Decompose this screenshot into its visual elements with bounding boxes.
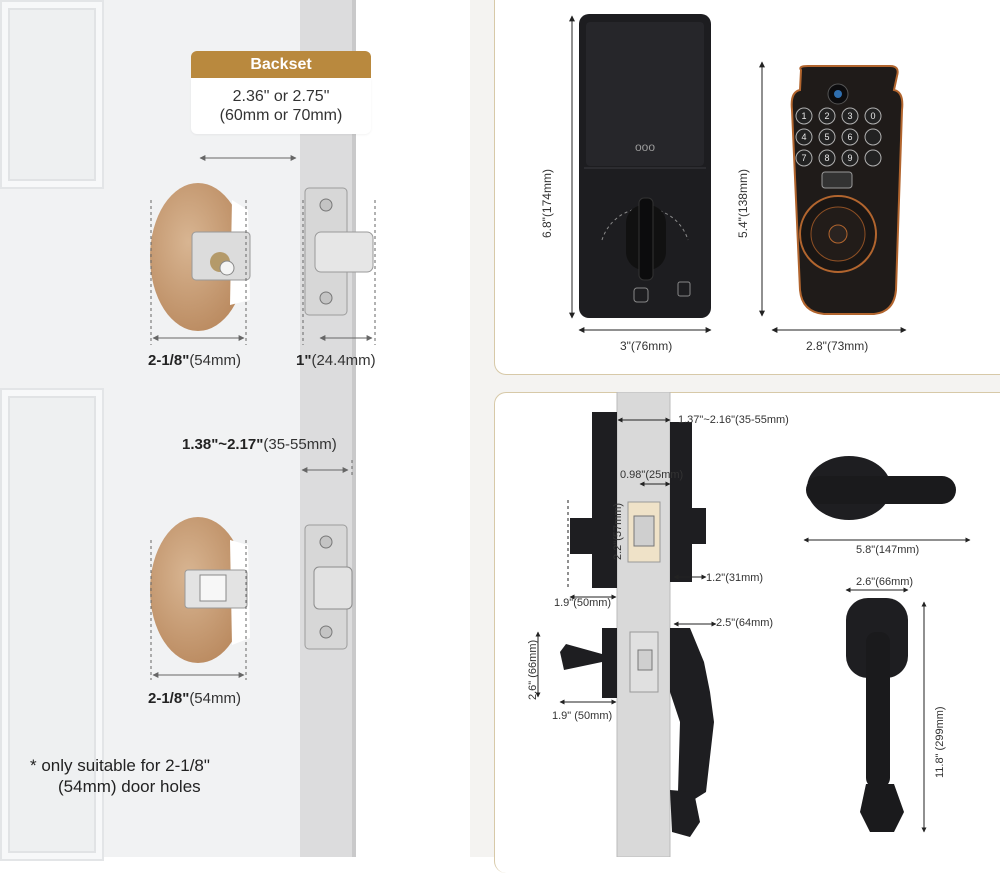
exterior-depth-label: 1.9"(50mm) <box>554 597 612 609</box>
keypad-labels: 1 2 3 4 5 6 7 8 9 0 <box>801 111 875 163</box>
lock-dimensions-card <box>494 0 1000 375</box>
svg-text:ooo: ooo <box>635 140 655 154</box>
exterior-width-label: 2.8"(73mm) <box>806 339 869 353</box>
door-edge <box>300 0 355 857</box>
handle-depth-outer-label: 1.9" (50mm) <box>552 710 613 722</box>
svg-text:2: 2 <box>824 111 829 121</box>
interior-height-label: 6.8"(174mm) <box>540 169 554 238</box>
handle-front-view <box>846 598 908 832</box>
interior-width-label: 3"(76mm) <box>620 339 673 353</box>
interior-depth-label: 1.2"(31mm) <box>706 572 764 584</box>
hole1-dimension: 2-1/8"(54mm) <box>148 352 241 369</box>
exterior-height-label: 5.4"(138mm) <box>736 169 750 238</box>
installation-views <box>535 392 971 857</box>
compatibility-note: * only suitable for 2-1/8" (54mm) door h… <box>30 755 210 797</box>
latch-plate-1 <box>304 187 374 316</box>
svg-text:6: 6 <box>847 132 852 142</box>
note-line1: * only suitable for 2-1/8" <box>30 756 210 775</box>
handle-width-label: 2.6"(66mm) <box>856 576 914 588</box>
svg-text:1: 1 <box>801 111 806 121</box>
backset-value: 2.36" or 2.75" (60mm or 70mm) <box>191 78 371 134</box>
svg-text:5: 5 <box>824 132 829 142</box>
latch-offset-label: 0.98"(25mm) <box>620 469 684 481</box>
faceplate-dimension: 1"(24.4mm) <box>296 352 376 369</box>
door-edge-shadow <box>352 0 356 857</box>
svg-text:7: 7 <box>801 153 806 163</box>
svg-text:3: 3 <box>847 111 852 121</box>
svg-text:8: 8 <box>824 153 829 163</box>
svg-text:9: 9 <box>847 153 852 163</box>
note-line2: (54mm) door holes <box>58 777 201 796</box>
latch-plate-2 <box>304 524 353 650</box>
lever-width-label: 5.8"(147mm) <box>856 544 920 556</box>
svg-text:4: 4 <box>801 132 806 142</box>
door-hole-1 <box>150 183 251 331</box>
lock-front-views: ooo 1 2 3 4 5 6 7 8 9 0 <box>569 14 907 333</box>
door-panel-top <box>0 0 104 189</box>
installation-dimensions-card <box>494 392 1000 873</box>
door-hole-2 <box>150 517 250 663</box>
lever-handle-side <box>560 628 714 837</box>
backset-value-line1: 2.36" or 2.75" <box>232 88 330 105</box>
handle-height-label: 11.8" (299mm) <box>934 706 946 778</box>
backset-label: Backset <box>191 51 371 78</box>
svg-text:0: 0 <box>870 111 875 121</box>
interior-unit: ooo <box>579 14 711 318</box>
door-thickness-dimension: 1.38"~2.17"(35-55mm) <box>182 436 337 453</box>
deadbolt-side <box>570 412 706 588</box>
handle-depth-inner-label: 2.5"(64mm) <box>716 617 774 629</box>
backset-value-line2: (60mm or 70mm) <box>219 107 343 124</box>
latch-diagram <box>150 155 376 680</box>
exterior-unit <box>790 65 904 315</box>
handle-rose-height-label: 2.6" (66mm) <box>527 639 539 700</box>
door-thickness-label: 1.37"~2.16"(35-55mm) <box>678 414 789 426</box>
latch-height-label: 2.2"(57mm) <box>612 502 624 560</box>
lever-top-view <box>806 456 956 520</box>
door-slab-section <box>616 392 671 857</box>
hole2-dimension: 2-1/8"(54mm) <box>148 690 241 707</box>
